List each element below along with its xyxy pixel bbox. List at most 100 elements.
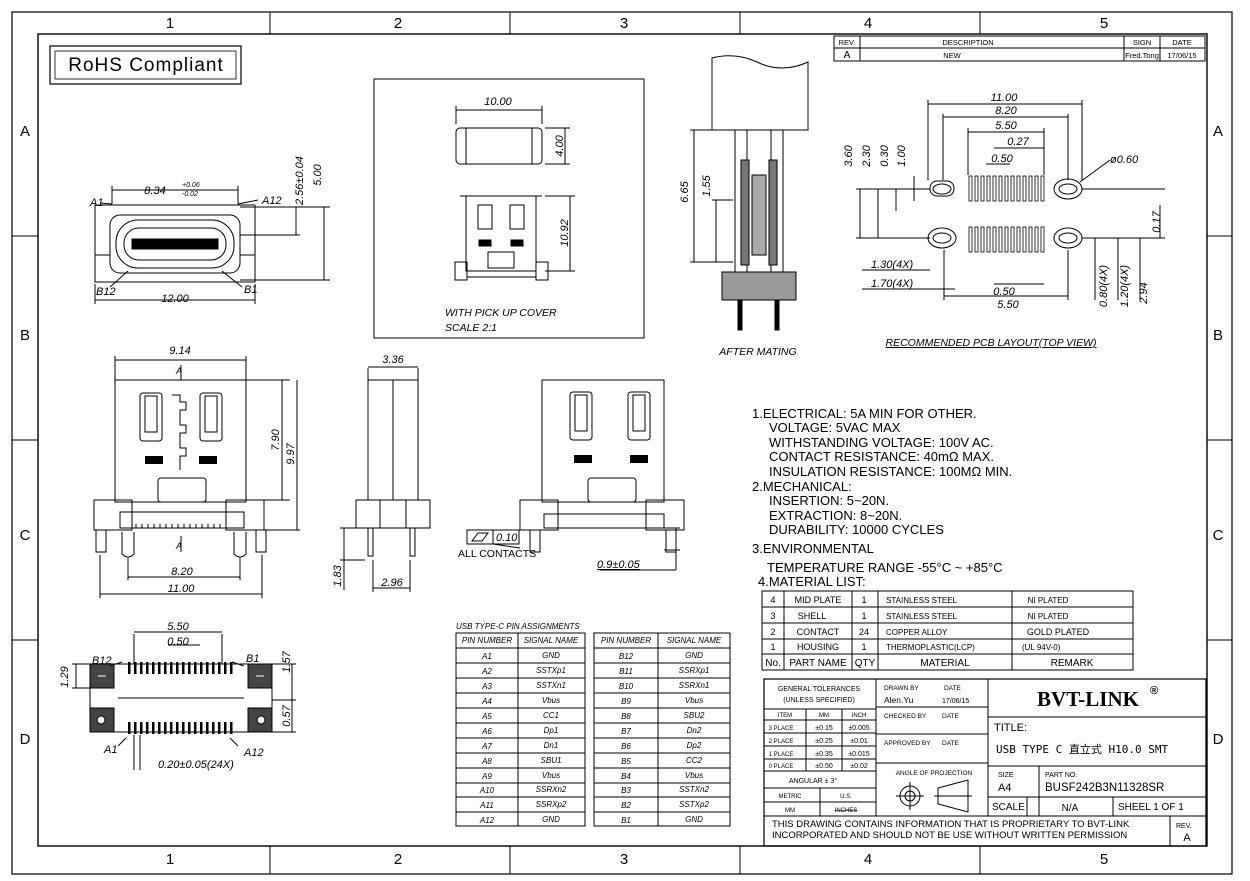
pin-b-10: B10 xyxy=(619,682,634,691)
pcb-dim-3-60: 3.60 xyxy=(843,144,855,166)
col-label-bottom-5: 5 xyxy=(1100,851,1108,868)
row-label-left-c: C xyxy=(20,527,31,544)
dim-7-90: 7.90 xyxy=(270,428,282,450)
pin-a-12: A12 xyxy=(479,816,495,825)
rev-header-description: DESCRIPTION xyxy=(942,38,993,47)
pin-b-2-signal: SSTXp2 xyxy=(679,800,709,809)
tolerances-sub: (UNLESS SPECIFIED) xyxy=(783,697,855,704)
tol-2-place-inch: ±0.01 xyxy=(850,738,868,745)
back-view xyxy=(466,379,685,571)
spec-mechanical: 2.MECHANICAL: xyxy=(752,479,852,494)
material-row-1-remark: NI PLATED xyxy=(1028,596,1069,605)
tolerances-title: GENERAL TOLERANCES xyxy=(778,686,861,693)
dim-8-20: 8.20 xyxy=(171,566,193,578)
all-contacts-label: ALL CONTACTS xyxy=(458,548,536,560)
section-label-a-bottom: A xyxy=(175,541,182,551)
material-row-1-qty: 1 xyxy=(861,595,866,605)
metric-label: METRIC xyxy=(779,794,803,800)
bottom-dim-0-50: 0.50 xyxy=(167,636,189,648)
pcb-dim-5-50-bottom: 5.50 xyxy=(997,299,1019,311)
partno-label: PART NO. xyxy=(1045,772,1077,779)
tol-header-item: ITEM xyxy=(778,713,792,719)
dim-12-00: 12.00 xyxy=(161,293,189,305)
pin-b-7-signal: Dn2 xyxy=(687,726,702,735)
material-row-3-remark: GOLD PLATED xyxy=(1027,627,1090,637)
pin-a-12-signal: GND xyxy=(542,815,560,824)
dim-3-36: 3.36 xyxy=(382,354,404,366)
row-label-right-c: C xyxy=(1213,527,1224,544)
rohs-badge: RoHS Compliant xyxy=(49,45,242,85)
size-value: A4 xyxy=(998,782,1011,794)
pin-a-5-signal: CC1 xyxy=(543,711,559,720)
row-label-left-a: A xyxy=(20,123,30,140)
bottom-dim-5-50: 5.50 xyxy=(167,621,189,633)
dim-8-34-minus: -0.02 xyxy=(182,191,198,198)
pin-b-9: B9 xyxy=(621,697,631,706)
material-row-2-material: STAINLESS STEEL xyxy=(886,612,958,621)
material-row-3-part: CONTACT xyxy=(797,627,840,637)
row-label-left-b: B xyxy=(20,327,30,344)
top-view xyxy=(93,356,300,598)
spec-material-list: 4.MATERIAL LIST: xyxy=(758,574,866,589)
dim-8-34-plus: +0.06 xyxy=(182,182,200,189)
tol-header-mm: MM xyxy=(819,713,829,719)
pin-b-7: B7 xyxy=(621,727,631,736)
col-label-bottom-4: 4 xyxy=(864,851,872,868)
material-row-3-qty: 24 xyxy=(859,627,869,637)
pin-a-4: A4 xyxy=(481,697,492,706)
pin-label-a12-front: A12 xyxy=(261,195,282,207)
bottom-dim-0-57: 0.57 xyxy=(281,704,293,726)
spec-temperature: TEMPERATURE RANGE -55°C ~ +85°C xyxy=(767,560,1003,575)
spec-withstanding: WITHSTANDING VOLTAGE: 100V AC. xyxy=(769,435,994,450)
pcb-layout-labels: 11.00 8.20 5.50 0.27 0.50 ø0.60 3.60 2.3… xyxy=(843,92,1163,349)
col-label-bottom-1: 1 xyxy=(166,851,174,868)
material-row-1-no: 4 xyxy=(770,595,775,605)
pin-b-5: B5 xyxy=(621,757,631,766)
front-view-labels: 8.34 +0.06 -0.02 2.56±0.04 5.00 12.00 A1… xyxy=(89,156,324,305)
section-label-a-top: A xyxy=(175,366,182,376)
sheet-value: SHEEL 1 OF 1 xyxy=(1118,802,1184,813)
top-view-labels: 9.14 7.90 9.97 8.20 11.00 A A xyxy=(168,345,297,595)
pin-b-3: B3 xyxy=(621,786,631,795)
pcb-dim-0-27: 0.27 xyxy=(1007,136,1029,148)
pin-b-11-signal: SSRXp1 xyxy=(679,666,710,675)
dim-6-65: 6.65 xyxy=(679,180,691,202)
col-label-top-2: 2 xyxy=(394,15,402,32)
row-label-left-d: D xyxy=(20,731,31,748)
pin-rows: A1 GND B12 GND A2 SSTXp1 B11 SSRXp1 A3 S… xyxy=(479,651,710,825)
pcb-layout xyxy=(856,100,1165,300)
rev-header-date: DATE xyxy=(1172,38,1191,47)
tol-1-place-inch: ±0.015 xyxy=(848,751,869,758)
pcb-dim-0-17: 0.17 xyxy=(1151,210,1163,232)
rev-value: A xyxy=(844,50,851,61)
mm-label: MM xyxy=(785,808,795,814)
checked-date-label: DATE xyxy=(942,713,960,720)
revision-block: REV. DESCRIPTION SIGN DATE A NEW Fred.To… xyxy=(833,35,1206,62)
us-label: U.S. xyxy=(840,794,852,800)
pin-label-b1-front: B1 xyxy=(244,284,257,296)
pin-a-2: A2 xyxy=(481,667,492,676)
material-row-2-remark: NI PLATED xyxy=(1028,612,1069,621)
checked-by-label: CHECKED BY xyxy=(884,713,927,720)
dim-9-97: 9.97 xyxy=(285,442,297,464)
row-label-right-b: B xyxy=(1213,327,1223,344)
tol-0-place: 0 PLACE xyxy=(769,764,794,770)
pin-b-12-signal: GND xyxy=(685,651,703,660)
material-header-part: PART NAME xyxy=(789,658,847,669)
pin-b-3-signal: SSTXn2 xyxy=(679,785,709,794)
pin-b-4: B4 xyxy=(621,772,631,781)
tol-header-inch: INCH xyxy=(852,713,867,719)
drawn-date-label: DATE xyxy=(944,685,962,692)
spec-electrical: 1.ELECTRICAL: 5A MIN FOR OTHER. xyxy=(752,406,977,421)
rev-description: NEW xyxy=(943,51,961,60)
tol-3-place-inch: ±0.005 xyxy=(848,725,869,732)
pin-label-b12-front: B12 xyxy=(96,286,116,298)
bottom-view xyxy=(72,631,296,770)
pin-a-8-signal: SBU1 xyxy=(541,756,562,765)
pin-a-2-signal: SSTXp1 xyxy=(536,666,566,675)
side-view xyxy=(340,366,431,592)
tol-1-place: 1 PLACE xyxy=(769,752,794,758)
material-row-2-no: 3 xyxy=(770,611,775,621)
title-block-text: GENERAL TOLERANCES (UNLESS SPECIFIED) IT… xyxy=(769,685,1192,844)
